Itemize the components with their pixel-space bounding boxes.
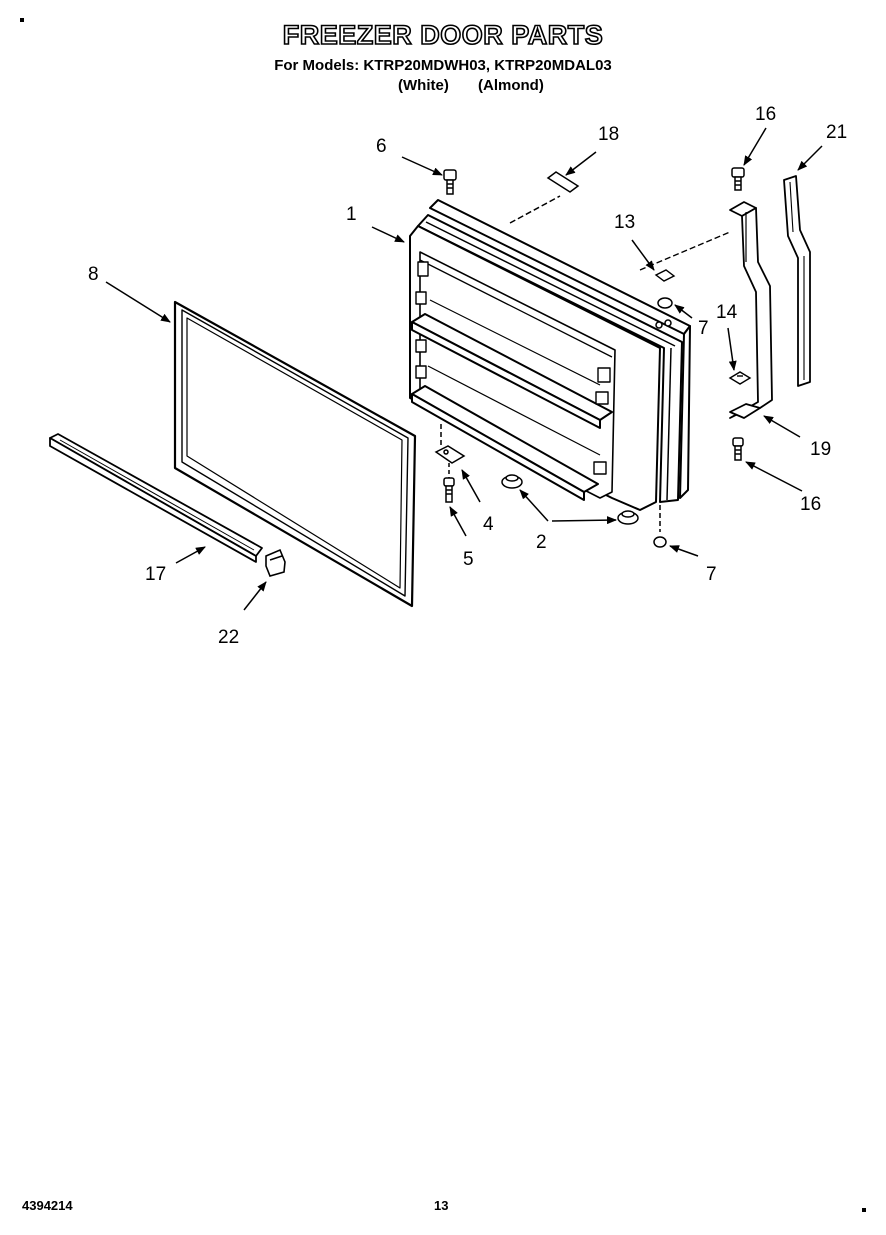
plug-part-7-bottom [653,505,667,548]
callout-17: 17 [145,564,166,585]
leader-arrows [105,127,823,611]
callout-22: 22 [218,627,239,648]
callout-7b: 7 [706,564,717,585]
page-title: FREEZER DOOR PARTS [282,19,604,51]
variant-white: (White) [398,77,449,94]
label-part [509,171,580,224]
shim-part-13 [639,231,731,282]
callout-5: 5 [463,549,474,570]
end-cap-part [265,548,286,577]
corner-mark-top-left [20,18,24,22]
callout-14: 14 [716,302,738,323]
variant-almond: (Almond) [478,77,544,94]
hinge-cover-part-21 [783,175,811,387]
callout-16b: 16 [800,494,821,515]
corner-mark-bottom-right [862,1208,866,1212]
callout-18: 18 [598,124,619,145]
trim-strip-part [49,433,263,563]
screw-part-6 [443,169,457,195]
plug-part-7-top [655,297,673,329]
callout-2: 2 [536,532,547,553]
screw-part-16-top [731,167,745,191]
callout-numbers: 1 8 6 18 13 7 16 21 14 19 16 4 5 2 7 17 … [88,104,847,648]
models-line: For Models: KTRP20MDWH03, KTRP20MDAL03 [274,57,612,74]
callout-13: 13 [614,212,635,233]
inner-panel-part [173,300,417,608]
screw-part-5 [443,463,455,503]
callout-21: 21 [826,122,847,143]
stop-part-4 [434,424,466,464]
screw-part-16-bottom [732,437,744,461]
door-frame-part [409,199,691,511]
callout-16a: 16 [755,104,776,125]
page-number: 13 [434,1198,449,1213]
callout-1: 1 [346,204,357,225]
shim-part-14 [728,371,752,385]
document-number: 4394214 [22,1198,73,1213]
hinge-part-19 [729,201,773,419]
callout-6: 6 [376,136,387,157]
cam-part-2 [501,474,639,525]
callout-7a: 7 [698,318,709,339]
callout-4: 4 [483,514,494,535]
callout-19: 19 [810,439,831,460]
callout-8: 8 [88,264,99,285]
